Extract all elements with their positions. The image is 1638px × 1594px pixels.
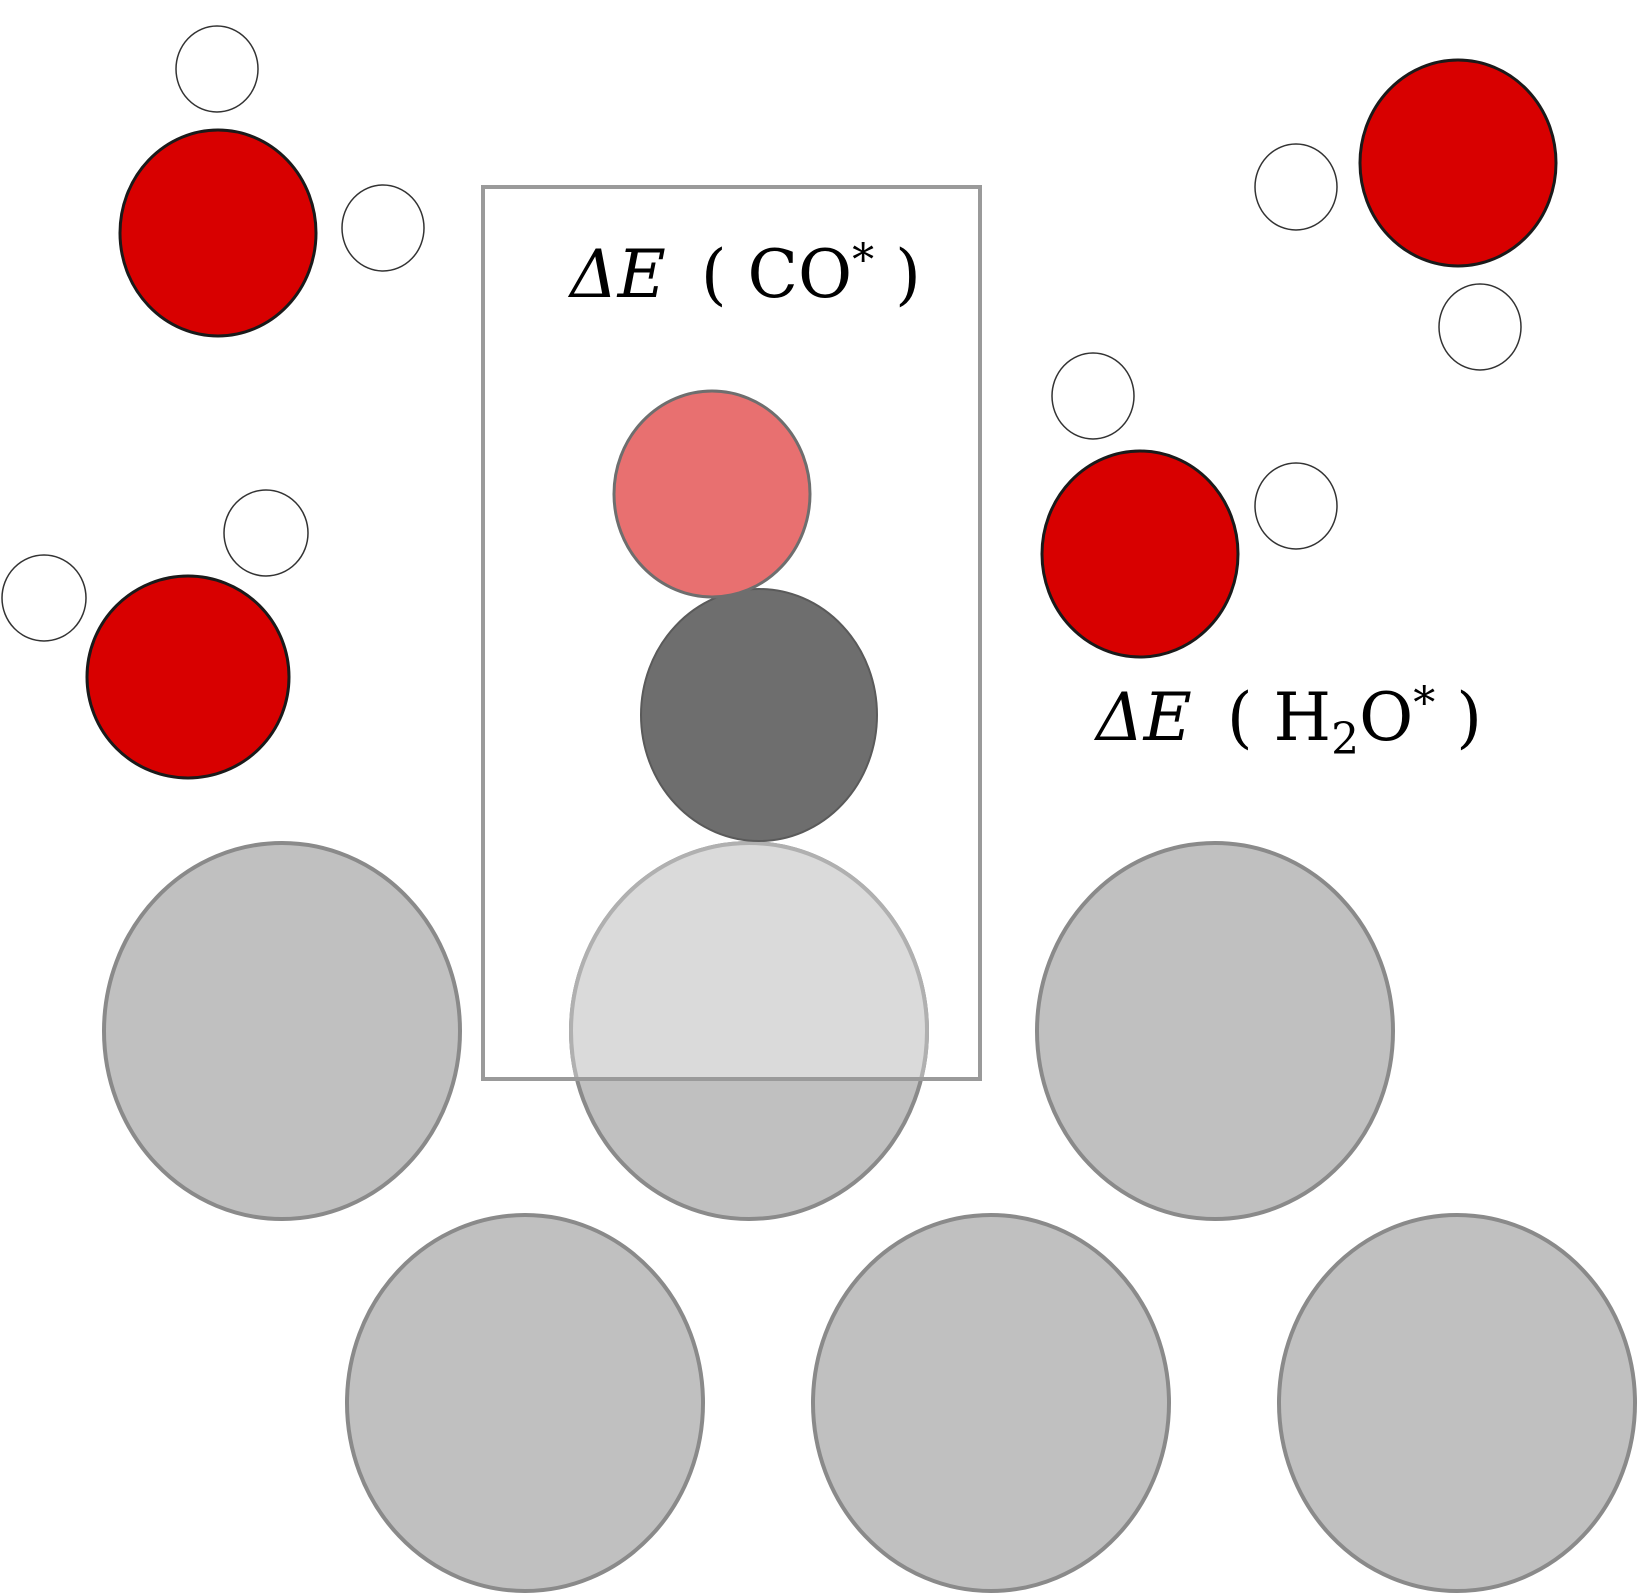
carbon-atom (640, 588, 878, 842)
hydrogen-atom (1051, 352, 1135, 440)
hydrogen-atom (1254, 143, 1338, 231)
hydrogen-atom (341, 184, 425, 272)
water-molecule-adsorbed (1040, 352, 1338, 659)
oxygen-atom (1040, 449, 1240, 659)
water-molecule (1, 489, 309, 780)
delta-e-symbol: ΔE (567, 236, 666, 313)
oxygen-atom (118, 128, 318, 338)
hydrogen-atom (1438, 283, 1522, 371)
surface-atom-highlight (569, 841, 929, 1079)
surface-atom (102, 841, 462, 1221)
h2o-energy-label: ΔE ( H2O* ) (1093, 678, 1482, 765)
hydrogen-atom (1, 554, 87, 642)
co-energy-label: ΔE ( CO* ) (567, 235, 921, 313)
surface-atom (345, 1213, 705, 1593)
hydrogen-atom (1254, 462, 1338, 550)
surface-layer (102, 841, 1637, 1593)
surface-atom (1035, 841, 1395, 1221)
water-molecule (1254, 58, 1558, 371)
surface-atom (811, 1213, 1171, 1593)
co-molecule (612, 389, 878, 842)
delta-e-symbol: ΔE (1093, 679, 1192, 756)
surface-atom (1277, 1213, 1637, 1593)
water-molecule (118, 25, 425, 338)
hydrogen-atom (175, 25, 259, 113)
co-adsorbate-frame (481, 185, 982, 1081)
co-oxygen-atom (612, 389, 812, 599)
hydrogen-atom (223, 489, 309, 577)
oxygen-atom (85, 574, 291, 780)
oxygen-atom (1358, 58, 1558, 268)
